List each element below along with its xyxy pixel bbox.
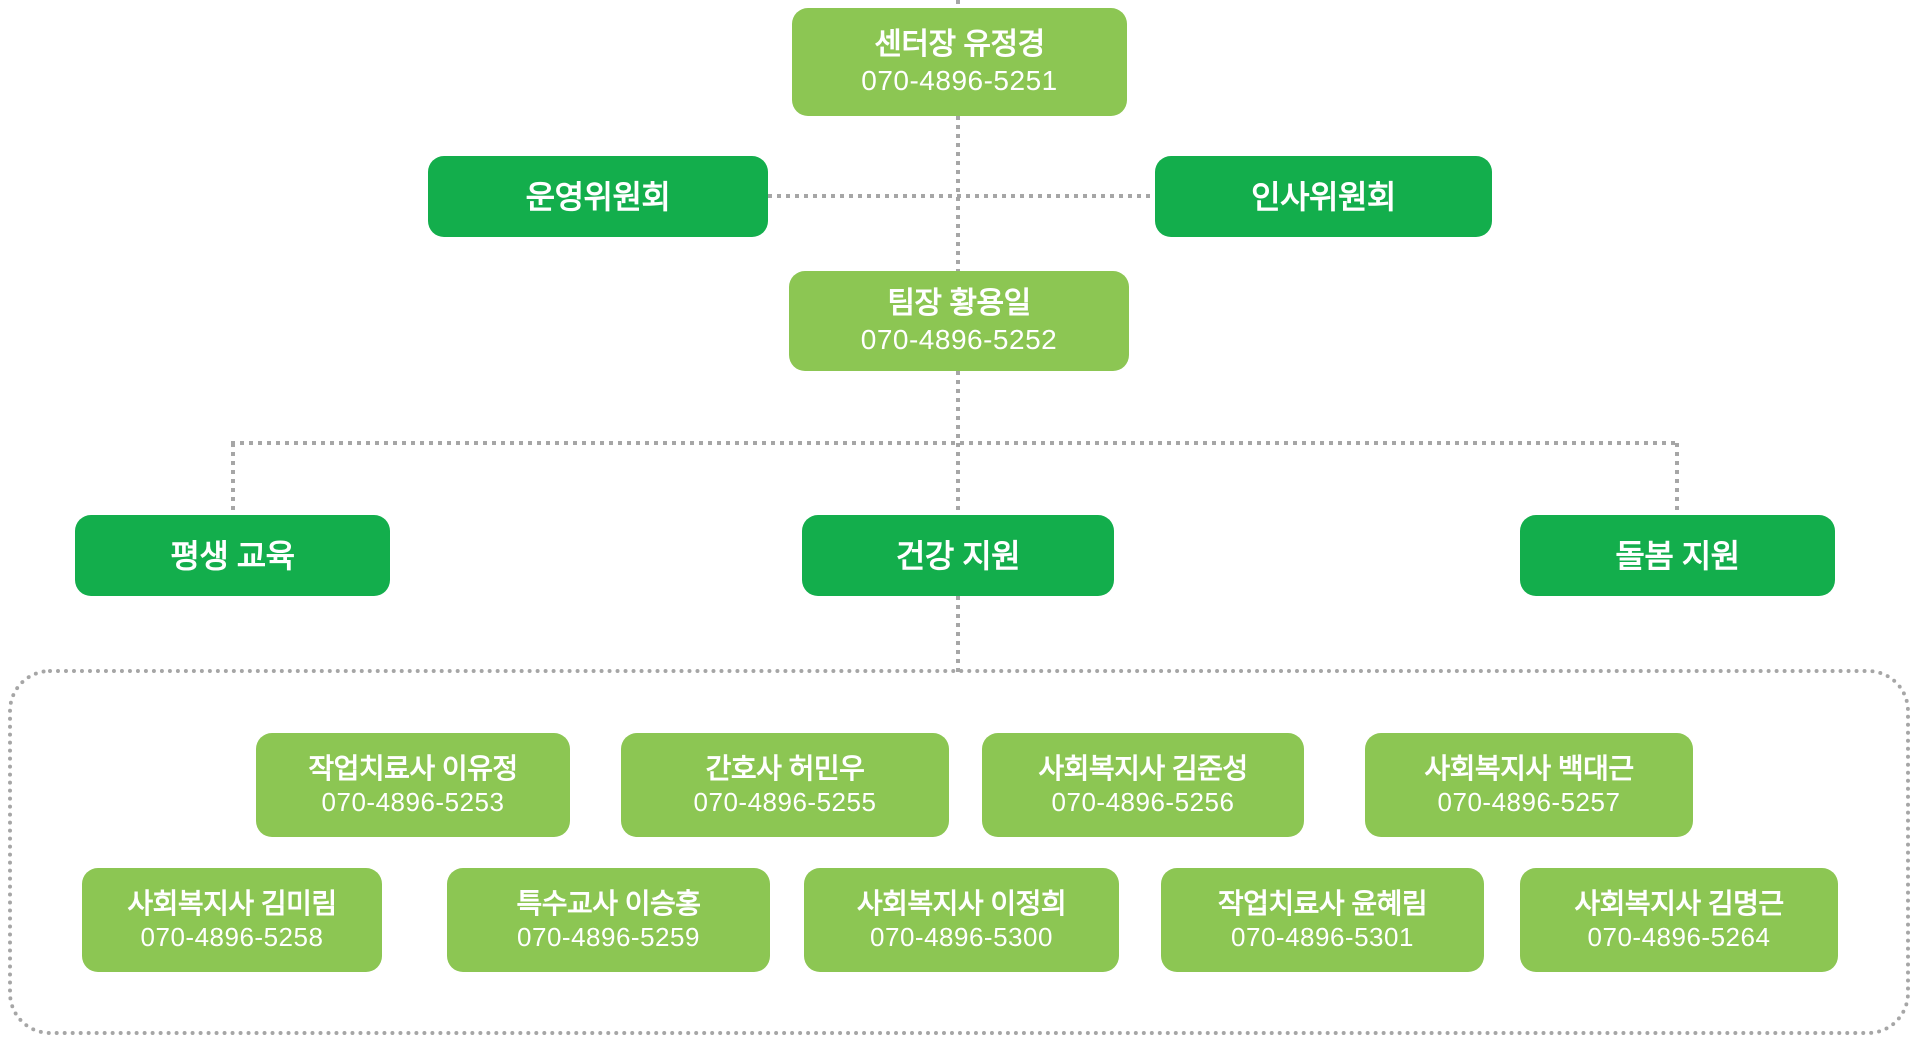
org-node-staff-r1c4: 사회복지사 백대근 070-4896-5257 bbox=[1365, 733, 1693, 837]
staff-phone: 070-4896-5257 bbox=[1437, 787, 1621, 818]
staff-group-border bbox=[8, 669, 1910, 1035]
connector-leader-to-branch bbox=[956, 371, 960, 443]
director-phone: 070-4896-5251 bbox=[861, 65, 1058, 97]
staff-name: 사회복지사 이정희 bbox=[856, 888, 1067, 920]
staff-name: 특수교사 이승홍 bbox=[516, 888, 701, 920]
personnel-committee-label: 인사위원회 bbox=[1251, 178, 1396, 215]
staff-phone: 070-4896-5259 bbox=[517, 922, 700, 953]
org-node-staff-r2c1: 사회복지사 김미림 070-4896-5258 bbox=[82, 868, 382, 972]
connector-branch-center-drop bbox=[956, 443, 960, 515]
staff-name: 사회복지사 김미림 bbox=[127, 888, 337, 920]
team-leader-name: 팀장 황용일 bbox=[887, 286, 1031, 320]
org-node-dept-lifelong-education: 평생 교육 bbox=[75, 515, 390, 596]
staff-name: 사회복지사 김명근 bbox=[1574, 888, 1784, 920]
staff-phone: 070-4896-5300 bbox=[870, 922, 1053, 953]
operating-committee-label: 운영위원회 bbox=[525, 178, 671, 215]
dept-lifelong-education-label: 평생 교육 bbox=[170, 537, 295, 574]
staff-name: 작업치료사 윤혜림 bbox=[1217, 888, 1428, 920]
connector-branch-left-drop bbox=[231, 443, 235, 515]
org-node-dept-care-support: 돌봄 지원 bbox=[1520, 515, 1835, 596]
staff-name: 사회복지사 백대근 bbox=[1424, 753, 1634, 785]
connector-branch bbox=[231, 441, 1679, 445]
org-node-staff-r2c3: 사회복지사 이정희 070-4896-5300 bbox=[804, 868, 1119, 972]
dept-care-support-label: 돌봄 지원 bbox=[1615, 537, 1740, 574]
staff-name: 작업치료사 이유정 bbox=[308, 753, 518, 785]
org-node-director: 센터장 유정경 070-4896-5251 bbox=[792, 8, 1127, 116]
connector-top-stub bbox=[956, 0, 960, 10]
connector-committees bbox=[768, 194, 1155, 198]
org-node-dept-health-support: 건강 지원 bbox=[802, 515, 1114, 596]
connector-branch-right-drop bbox=[1675, 443, 1679, 515]
connector-director-to-leader bbox=[956, 116, 960, 271]
org-node-staff-r1c2: 간호사 허민우 070-4896-5255 bbox=[621, 733, 949, 837]
org-node-staff-r1c1: 작업치료사 이유정 070-4896-5253 bbox=[256, 733, 570, 837]
org-node-staff-r1c3: 사회복지사 김준성 070-4896-5256 bbox=[982, 733, 1304, 837]
staff-phone: 070-4896-5258 bbox=[140, 922, 324, 953]
director-name: 센터장 유정경 bbox=[874, 27, 1045, 61]
staff-phone: 070-4896-5256 bbox=[1051, 787, 1235, 818]
staff-phone: 070-4896-5255 bbox=[693, 787, 877, 818]
org-node-staff-r2c4: 작업치료사 윤혜림 070-4896-5301 bbox=[1161, 868, 1484, 972]
staff-phone: 070-4896-5264 bbox=[1587, 922, 1771, 953]
staff-phone: 070-4896-5253 bbox=[321, 787, 505, 818]
org-node-personnel-committee: 인사위원회 bbox=[1155, 156, 1492, 237]
org-node-staff-r2c5: 사회복지사 김명근 070-4896-5264 bbox=[1520, 868, 1838, 972]
staff-phone: 070-4896-5301 bbox=[1231, 922, 1414, 953]
org-node-staff-r2c2: 특수교사 이승홍 070-4896-5259 bbox=[447, 868, 770, 972]
staff-name: 사회복지사 김준성 bbox=[1038, 753, 1248, 785]
dept-health-support-label: 건강 지원 bbox=[895, 537, 1021, 574]
org-node-team-leader: 팀장 황용일 070-4896-5252 bbox=[789, 271, 1129, 371]
connector-health-to-staff bbox=[956, 596, 960, 673]
staff-name: 간호사 허민우 bbox=[705, 753, 865, 785]
team-leader-phone: 070-4896-5252 bbox=[860, 324, 1058, 356]
org-node-operating-committee: 운영위원회 bbox=[428, 156, 768, 237]
